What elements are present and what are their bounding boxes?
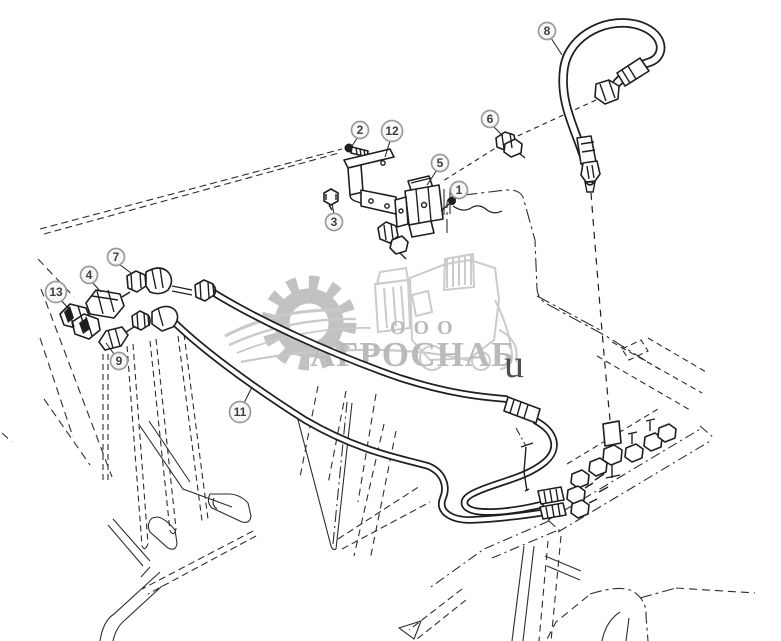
hose-8	[558, 18, 666, 193]
legs-dashed	[538, 535, 562, 641]
frame-dashed-band-1	[39, 148, 343, 230]
funnel-dashes	[337, 485, 431, 550]
hose8-bottom-collar	[580, 160, 601, 183]
callout-3: 3	[324, 203, 344, 232]
svg-text:11: 11	[234, 405, 247, 419]
svg-text:12: 12	[385, 124, 399, 138]
svg-text:4: 4	[86, 268, 93, 282]
console-inner-edge	[536, 295, 601, 331]
callouts: 1 2 3 4 5 6 7	[44, 21, 563, 424]
callout-12: 12	[380, 119, 404, 158]
watermark-stray-char: u	[504, 341, 524, 386]
hose-lower-start-nut	[131, 305, 179, 332]
frame-left-dashes	[1, 258, 113, 478]
bottom-wedge-arrow	[397, 620, 422, 640]
funnel-centerline	[332, 401, 348, 545]
tank-bottom-edge	[139, 420, 233, 508]
svg-text:8: 8	[544, 24, 551, 38]
solenoid-valve-5	[377, 175, 444, 260]
hose-11-lower	[168, 316, 567, 524]
fitting-4	[85, 289, 131, 319]
hose8-nut	[594, 79, 620, 105]
gear-body	[274, 288, 344, 358]
callout-4: 4	[79, 265, 102, 293]
watermark-org-form: ООО	[390, 317, 461, 339]
svg-text:9: 9	[116, 354, 123, 368]
bottom-right-inner	[601, 611, 630, 641]
fitting-13	[59, 303, 101, 340]
callout-9: 9	[105, 342, 129, 371]
manifold-vertical-fitting	[602, 420, 622, 447]
svg-text:6: 6	[487, 112, 494, 126]
nut-3	[323, 188, 339, 211]
small-bolt	[515, 427, 534, 492]
callout-5: 5	[426, 153, 450, 186]
hose-upper-sleeve	[503, 396, 541, 424]
tank-corner-lines	[107, 518, 151, 567]
screw-1	[440, 197, 456, 212]
svg-text:3: 3	[331, 215, 338, 229]
svg-text:1: 1	[456, 183, 463, 197]
hose8-sleeve	[616, 57, 650, 87]
legs-solid	[511, 545, 535, 641]
hose8-to-manifold-dash	[590, 192, 612, 431]
harvester-logo	[373, 252, 518, 371]
funnel-v	[296, 402, 353, 551]
hose-end-fitting-b	[570, 499, 590, 519]
panel-left-dash	[545, 595, 589, 641]
manifold-assembly	[566, 418, 677, 519]
fitting-6	[495, 131, 526, 159]
platform-left-edge	[430, 520, 557, 588]
tank-rib-bottoms	[141, 528, 177, 550]
svg-text:7: 7	[113, 250, 120, 264]
tank-dashed-ribs	[102, 333, 209, 547]
callout-13: 13	[44, 280, 69, 309]
manifold-rails	[547, 425, 715, 533]
svg-text:13: 13	[49, 285, 63, 299]
middle-dashed-fan	[299, 385, 397, 561]
tank-bracket-tab-2	[147, 516, 178, 550]
bottom-wedge-dashes	[408, 588, 467, 640]
hose-end-fitting-a	[566, 485, 586, 505]
leg-collar	[544, 555, 582, 581]
bolt-2	[344, 143, 369, 158]
speed-swoosh	[224, 308, 471, 364]
svg-text:5: 5	[437, 156, 444, 170]
tank-bracket-tab-1	[207, 493, 252, 523]
bottom-right-panel	[589, 587, 677, 641]
bracket-12	[343, 148, 397, 215]
callout-2: 2	[350, 120, 370, 147]
svg-text:2: 2	[357, 123, 364, 137]
right-truss-dashes	[596, 337, 707, 411]
wire-lead	[452, 205, 503, 214]
bottom-right-dashes	[675, 587, 756, 594]
frame-dashed-band-2	[43, 152, 340, 235]
hose-upper-start-nut	[194, 279, 217, 302]
bottom-left-corner	[99, 566, 163, 641]
callout-11: 11	[228, 386, 253, 424]
callout-7: 7	[106, 247, 132, 274]
tank-lower-dashes	[141, 530, 257, 595]
alignment-dashes	[442, 99, 612, 431]
callout-1: 1	[449, 180, 469, 204]
hose8-to-valve-dash	[442, 99, 597, 182]
fitting-7	[126, 267, 193, 296]
callout-8: 8	[537, 21, 563, 56]
hose-11-upper	[210, 289, 565, 516]
callout-6: 6	[480, 109, 504, 137]
machine-frame-outlines	[1, 148, 756, 641]
fitting-9	[98, 326, 135, 351]
